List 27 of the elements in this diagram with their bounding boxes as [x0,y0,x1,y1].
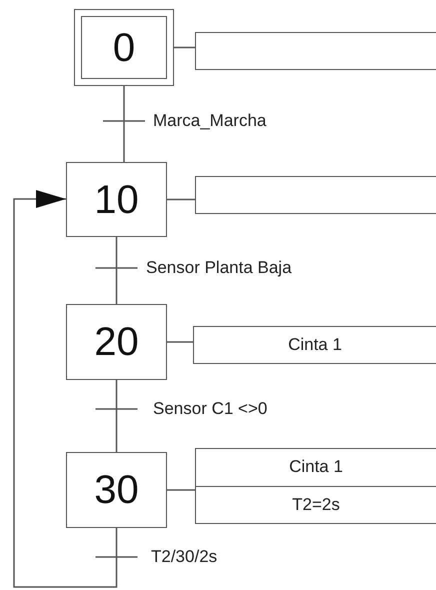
transition-connector [103,86,145,162]
step-box [66,304,167,380]
connector-line [174,46,195,48]
step-box [66,162,167,237]
connector-line [167,489,195,491]
action-text: Cinta 1 [287,334,343,356]
action-box [195,448,436,524]
step-number: 30 [94,470,139,510]
action-box [195,32,436,70]
transition-condition: Sensor C1 <>0 [153,400,268,417]
step-box [66,452,167,528]
step-number: 10 [94,180,139,220]
action-text: T2=2s [196,486,436,523]
transition-condition: T2/30/2s [151,548,218,565]
initial-step-box [74,9,174,86]
transition-connector [96,237,138,304]
step-number: 20 [94,322,139,362]
transition-condition: Marca_Marcha [153,112,266,129]
step-number: 0 [112,28,136,68]
action-text: Cinta 1 [288,456,344,478]
transition-connector [13,190,138,588]
action-box [195,176,436,214]
connector-line [167,198,195,200]
action-box [193,326,436,364]
transition-connector [96,380,138,452]
connector-line [167,341,193,343]
transition-condition: Sensor Planta Baja [146,259,292,276]
